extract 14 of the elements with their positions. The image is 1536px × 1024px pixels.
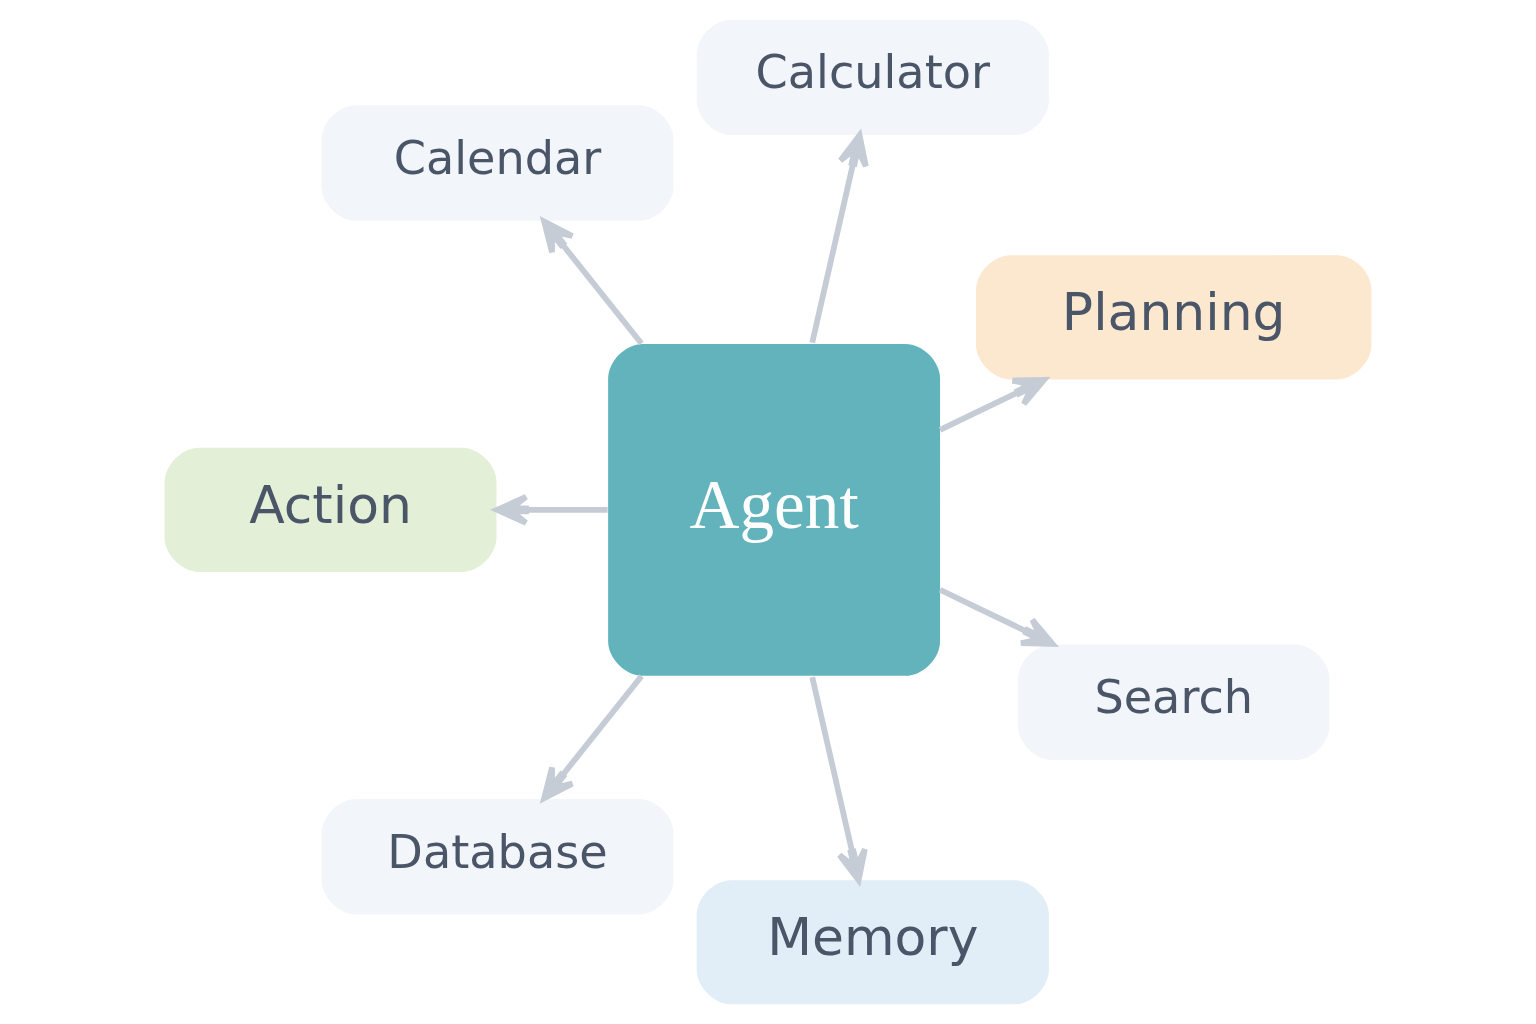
arrow xyxy=(541,674,644,802)
arrow xyxy=(938,376,1048,433)
node-box: Planning xyxy=(976,255,1372,380)
node-box: Database xyxy=(321,798,674,915)
arrow xyxy=(809,132,869,344)
node-box: Action xyxy=(164,447,497,572)
arrow xyxy=(809,676,868,884)
node-box: Search xyxy=(1017,644,1330,760)
node-box: Calculator xyxy=(696,19,1049,136)
node-box: Agent xyxy=(608,343,941,676)
arrow xyxy=(541,218,644,346)
arrow xyxy=(938,587,1056,647)
node-box: Memory xyxy=(696,880,1049,1005)
node-box: Calendar xyxy=(321,105,674,221)
